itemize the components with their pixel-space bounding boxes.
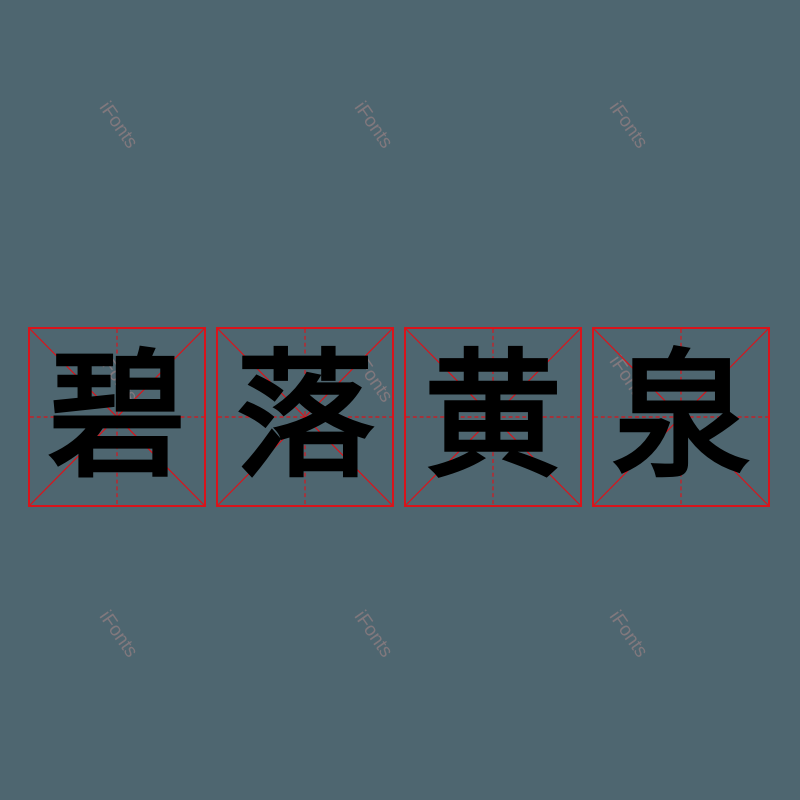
watermark: iFonts xyxy=(94,98,142,153)
mi-grid-lines-icon xyxy=(30,329,204,505)
character-grid: 碧 落 黄 泉 xyxy=(28,327,770,507)
title-character: 碧 xyxy=(47,336,186,497)
mi-grid-cell: 碧 xyxy=(28,327,206,507)
watermark: iFonts xyxy=(349,607,397,662)
mi-grid-cell: 泉 xyxy=(592,327,770,507)
title-character: 黄 xyxy=(423,336,562,497)
watermark: iFonts xyxy=(94,607,142,662)
watermark: iFonts xyxy=(349,98,397,153)
mi-grid-lines-icon xyxy=(406,329,580,505)
mi-grid-lines-icon xyxy=(218,329,392,505)
mi-grid-lines-icon xyxy=(594,329,768,505)
mi-grid-cell: 落 xyxy=(216,327,394,507)
title-character: 泉 xyxy=(611,336,750,497)
watermark: iFonts xyxy=(604,607,652,662)
mi-grid-cell: 黄 xyxy=(404,327,582,507)
title-character: 落 xyxy=(235,336,374,497)
watermark: iFonts xyxy=(604,98,652,153)
